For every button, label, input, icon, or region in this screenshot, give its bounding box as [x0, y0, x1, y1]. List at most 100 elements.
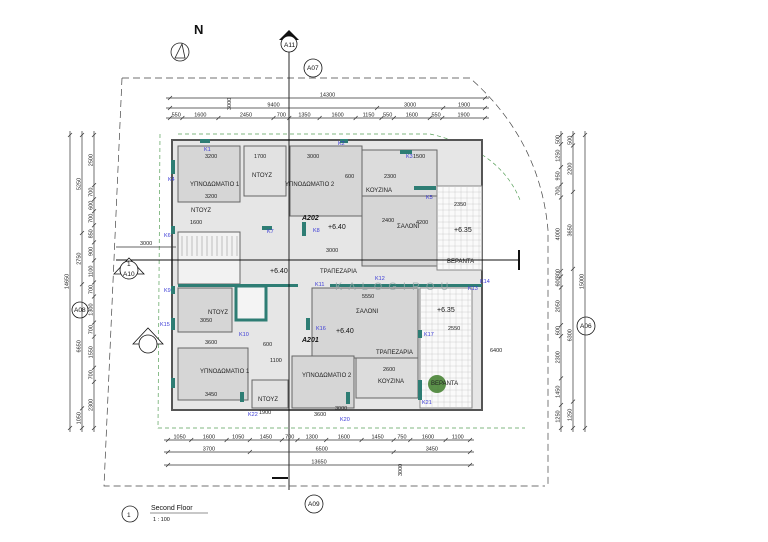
room-label: ΣΑΛΟΝΙ: [397, 224, 420, 230]
room-dimension: 3050: [200, 318, 212, 324]
window-tag: K10: [239, 332, 249, 338]
dimension-label: 9400: [267, 103, 279, 109]
window-tag: K15: [160, 322, 170, 328]
svg-text:A06: A06: [580, 323, 592, 330]
dimension-label: 1050: [77, 412, 83, 424]
dimension-label: 2050: [556, 300, 562, 312]
room-label: ΒΕΡΑΝΤΑ: [447, 259, 474, 265]
bedroom-2-a201: [291, 355, 355, 409]
dimension-label: 1100: [452, 435, 464, 441]
level-balcony-a202: +6.35: [454, 227, 472, 234]
dimension-label: 1600: [194, 113, 206, 119]
room-dimension: 3200: [205, 154, 217, 160]
dim-top-overall: 14300: [166, 93, 489, 101]
dimension-label: 2200: [568, 163, 574, 175]
elevation-marker-a06[interactable]: A06: [576, 316, 596, 336]
dimension-label: 850: [89, 229, 95, 238]
dimension-label: 1900: [458, 103, 470, 109]
room-dimension: 2350: [454, 202, 466, 208]
dimension-label: 1050: [173, 435, 185, 441]
north-label: N: [194, 22, 203, 37]
room-label: ΥΠΝΟΔΩΜΑΤΙΟ 1: [200, 369, 250, 375]
elevation-marker-a09[interactable]: A09: [304, 494, 324, 514]
dimension-label: 600: [89, 201, 95, 210]
room-dimension: 3600: [314, 412, 326, 418]
room-label: ΥΠΝΟΔΩΜΑΤΙΟ 2: [302, 373, 352, 379]
window-tag: K8: [313, 228, 320, 234]
room-dimension: 1900: [259, 410, 271, 416]
dimension-label: 6500: [316, 447, 328, 453]
room-dimension: 3200: [205, 194, 217, 200]
room-dimension: 1500: [413, 154, 425, 160]
room-dimension: 5550: [362, 294, 374, 300]
window-tag: K21: [422, 400, 432, 406]
dimension-label: 1600: [338, 435, 350, 441]
window-tag: K4: [168, 177, 175, 183]
drawing-title: 1 Second Floor 1 : 100: [121, 505, 208, 523]
shower-a202: [243, 145, 287, 197]
dimension-label: 3000: [398, 464, 404, 476]
elevation-marker-a07[interactable]: A07: [303, 58, 323, 78]
dimension-label: 2300: [89, 399, 95, 411]
dimension-label: 1900: [458, 113, 470, 119]
dim-bottom-mid: 3700 6500 3450: [164, 447, 474, 455]
dimension-label: 1450: [260, 435, 272, 441]
dimension-label: 1300: [306, 435, 318, 441]
dimension-label: 1350: [298, 113, 310, 119]
level-a201: +6.40: [336, 328, 354, 335]
room-dimension: 3600: [205, 340, 217, 346]
dim-right-overall: 15000: [580, 131, 588, 432]
dimension-label: 1450: [372, 435, 384, 441]
dimension-label: 1150: [363, 113, 375, 119]
room-dimension: 2600: [383, 367, 395, 373]
dimension-label: 550: [172, 113, 181, 119]
room-dimension: 6400: [490, 348, 502, 354]
north-arrow-icon: [170, 42, 190, 62]
apartment-id-a201: A201: [301, 337, 319, 344]
dimension-label: 6650: [77, 340, 83, 352]
dimension-label: 500: [568, 136, 574, 145]
section-marker-a10[interactable]: 1 A10: [113, 257, 145, 280]
elevation-marker-a08[interactable]: A08: [71, 301, 89, 319]
dimension-label: 2750: [77, 253, 83, 265]
room-label: ΝΤΟΥΖ: [208, 310, 228, 316]
svg-text:1 : 100: 1 : 100: [153, 517, 170, 523]
dimension-label: 700: [277, 113, 286, 119]
dimension-label: 6300: [568, 329, 574, 341]
dimension-label: 600: [556, 277, 562, 286]
room-dimension: 600: [345, 174, 354, 180]
window-tag: K2: [338, 141, 345, 147]
window-tag: K3: [406, 154, 413, 160]
elevator: [234, 284, 268, 322]
watermark: KALOGIROU: [335, 281, 454, 293]
window-tag: K16: [316, 326, 326, 332]
section-marker-a11[interactable]: A11: [279, 30, 299, 53]
dimension-label: 3700: [203, 447, 215, 453]
room-labels: ΥΠΝΟΔΩΜΑΤΙΟ 1 ΝΤΟΥΖ ΥΠΝΟΔΩΜΑΤΙΟ 2 ΚΟΥΖΙΝ…: [190, 173, 474, 403]
dimension-label: 1600: [422, 435, 434, 441]
dimension-label: 750: [397, 435, 406, 441]
plant-icon: [428, 375, 446, 393]
section-marker-unlabeled[interactable]: [132, 327, 164, 354]
svg-text:A09: A09: [308, 501, 320, 508]
dimension-label: 3450: [426, 447, 438, 453]
kitchen-a201: [355, 357, 419, 399]
dimension-label: 5250: [77, 178, 83, 190]
room-label: ΤΡΑΠΕΖΑΡΙΑ: [376, 350, 413, 356]
room-label: ΝΤΟΥΖ: [252, 173, 272, 179]
dimension-label: 1300: [89, 303, 95, 315]
svg-text:A08: A08: [74, 307, 86, 314]
room-label: ΝΤΟΥΖ: [258, 397, 278, 403]
dimension-label: 2450: [240, 113, 252, 119]
dimension-label: 1250: [568, 409, 574, 421]
dimension-label: 700: [556, 186, 562, 195]
room-dimension: 1100: [270, 358, 282, 364]
room-dimension: 3450: [205, 392, 217, 398]
svg-text:A07: A07: [307, 65, 319, 72]
dimension-label: 3000: [140, 241, 152, 247]
living-a202: [361, 195, 438, 267]
dimension-label: 1600: [203, 435, 215, 441]
apartment-id-a202: A202: [301, 215, 319, 222]
